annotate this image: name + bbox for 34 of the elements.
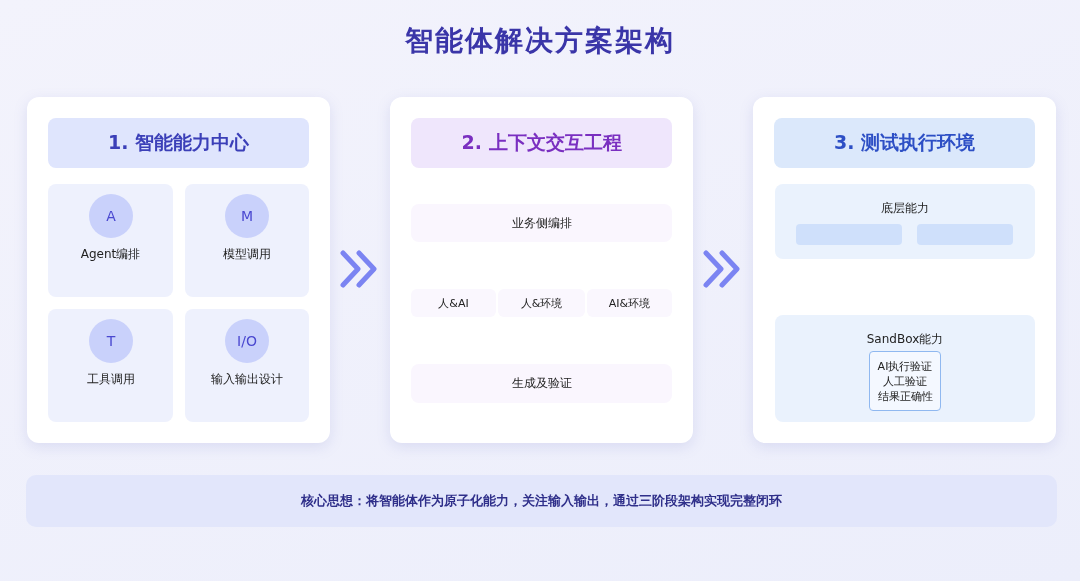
tile-label: 输入输出设计	[210, 371, 284, 388]
capability-tile	[48, 184, 173, 297]
section-header: 1. 智能能力中心	[48, 118, 309, 168]
topic-bar: 业务侧编排	[411, 204, 672, 242]
topic-bar: AI&环境	[587, 289, 672, 317]
section-header: 3. 测试执行环境	[774, 118, 1035, 168]
tag-chip	[917, 224, 1013, 245]
page-title: 智能体解决方案架构	[404, 23, 676, 59]
chevron-arrow	[340, 250, 377, 288]
panel-card	[27, 97, 330, 443]
topic-bar: 人&环境	[498, 289, 585, 317]
letter-circle: A	[89, 194, 133, 238]
topic-bar: 人&AI	[411, 289, 496, 317]
panel-card	[753, 97, 1056, 443]
summary-banner: 核心思想：将智能体作为原子化能力，关注输入输出，通过三阶段架构实现完整闭环	[26, 475, 1057, 527]
panel-heading: SandBox能力	[865, 331, 945, 348]
tag-chip	[796, 224, 902, 245]
capability-tile	[185, 309, 309, 422]
panel-heading: 底层能力	[880, 200, 930, 217]
tile-label: Agent编排	[79, 246, 142, 263]
capability-panel	[775, 315, 1035, 422]
topic-bar: 生成及验证	[411, 364, 672, 403]
chevron-arrow	[703, 250, 740, 288]
letter-circle: T	[89, 319, 133, 363]
tile-label: 工具调用	[85, 371, 136, 388]
capability-tile	[185, 184, 309, 297]
letter-circle: M	[225, 194, 269, 238]
capability-panel	[775, 184, 1035, 259]
capability-tile	[48, 309, 173, 422]
check-list-box: AI执行验证 人工验证 结果正确性	[869, 351, 941, 411]
tile-label: 模型调用	[222, 246, 272, 263]
letter-circle: I/O	[225, 319, 269, 363]
panel-card	[390, 97, 693, 443]
section-header: 2. 上下文交互工程	[411, 118, 672, 168]
